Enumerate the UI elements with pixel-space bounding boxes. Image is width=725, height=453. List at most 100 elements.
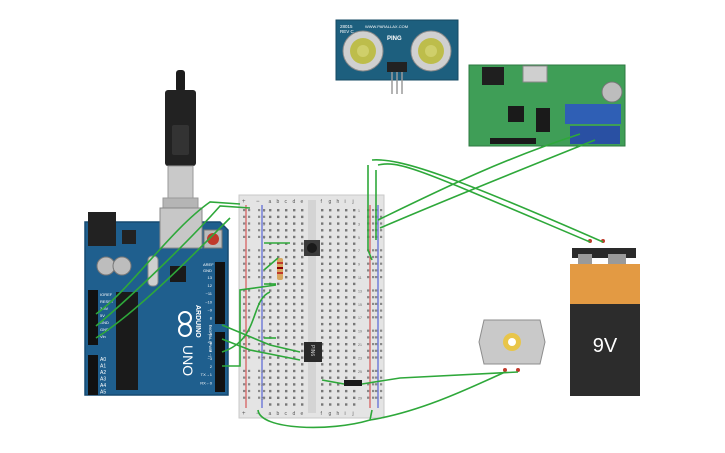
column-label-bottom: h: [337, 411, 340, 417]
breadboard-hole: [353, 376, 356, 379]
power-pin-label: Vin: [100, 334, 106, 339]
breadboard-hole: [321, 229, 324, 232]
breadboard-hole: [301, 309, 304, 312]
digital-pin-label: 4: [210, 348, 213, 353]
column-label-top: b: [277, 199, 280, 205]
breadboard-hole: [301, 215, 304, 219]
breadboard-hole: [337, 349, 340, 353]
breadboard-hole: [269, 269, 272, 272]
rail-hole: [367, 336, 370, 339]
breadboard-hole: [345, 209, 348, 212]
breadboard-hole: [321, 282, 324, 286]
breadboard-hole: [337, 356, 340, 359]
breadboard-hole: [269, 356, 272, 359]
breadboard-hole: [329, 343, 332, 346]
breadboard-hole: [345, 343, 348, 346]
digital-pin-label: ~6: [207, 332, 212, 337]
breadboard-holes: [243, 209, 383, 406]
breadboard-hole: [353, 309, 356, 312]
breadboard-hole: [269, 209, 272, 212]
ping-label: PING: [387, 36, 402, 42]
breadboard-hole: [269, 229, 272, 232]
row-number-right: 7: [358, 249, 360, 253]
column-label-bottom: e: [301, 411, 304, 417]
breadboard-hole: [277, 349, 280, 353]
breadboard-hole: [329, 215, 332, 219]
breadboard-hole: [285, 222, 288, 225]
breadboard-hole: [321, 269, 324, 272]
breadboard-hole: [345, 316, 348, 319]
breadboard-hole: [329, 336, 332, 339]
breadboard-hole: [277, 322, 280, 326]
analog-pin-label: A4: [100, 383, 106, 389]
breadboard-hole: [277, 302, 280, 306]
rail-hole: [380, 222, 383, 225]
diode: [344, 380, 362, 386]
breadboard-hole: [329, 229, 332, 232]
rail-hole: [372, 255, 375, 259]
row-number-right: 13: [358, 289, 362, 293]
rail-hole: [375, 329, 378, 332]
row-number-right: 11: [358, 276, 362, 280]
rail-hole: [380, 343, 383, 346]
wire: [371, 159, 604, 243]
column-label-top: e: [301, 199, 304, 205]
wire: [95, 217, 231, 339]
rail-hole: [263, 289, 266, 292]
rail-hole: [258, 276, 261, 279]
rail-hole: [375, 309, 378, 312]
breadboard-hole: [345, 389, 348, 393]
rail-hole: [248, 215, 251, 218]
breadboard-hole: [337, 296, 340, 299]
breadboard-hole: [353, 249, 356, 252]
rail-hole: [248, 336, 251, 339]
breadboard-hole: [321, 403, 324, 406]
rail-hole: [248, 289, 251, 292]
breadboard-hole: [285, 302, 288, 306]
breadboard-hole: [321, 363, 324, 366]
power-pin-label: 5V: [100, 313, 105, 318]
breadboard-hole: [345, 349, 348, 353]
ping-ultrasonic-sensor: 28015 REV C WWW.PARALLAX.COM PING: [335, 19, 459, 94]
breadboard-hole: [321, 389, 324, 393]
rail-hole: [375, 296, 378, 299]
breadboard-hole: [329, 222, 332, 225]
breadboard-hole: [321, 262, 324, 265]
breadboard-hole: [285, 383, 288, 386]
breadboard-hole: [353, 276, 356, 279]
rail-hole: [263, 356, 266, 359]
rail-hole: [367, 316, 370, 319]
row-number-left: 1: [263, 209, 265, 213]
breadboard-hole: [277, 282, 280, 286]
rail-hole: [258, 235, 261, 238]
rail-hole: [258, 316, 261, 319]
breadboard-hole: [301, 322, 304, 326]
breadboard-hole: [329, 403, 332, 406]
breadboard-hole: [301, 349, 304, 353]
breadboard-hole: [269, 349, 272, 353]
rail-hole: [372, 389, 375, 393]
rail-hole: [243, 302, 246, 305]
rail-hole: [258, 376, 261, 379]
breadboard-hole: [329, 349, 332, 353]
column-label-bottom: b: [277, 411, 280, 417]
column-label-bottom: a: [269, 411, 272, 417]
breadboard-hole: [321, 302, 324, 306]
breadboard-hole: [353, 235, 356, 239]
breadboard-hole: [301, 376, 304, 379]
column-label-bottom: f: [321, 411, 323, 417]
breadboard-hole: [329, 235, 332, 239]
rail-hole: [380, 249, 383, 252]
digital-pin-label: 7: [210, 324, 213, 329]
rail-hole: [258, 389, 261, 393]
rail-hole: [367, 255, 370, 259]
breadboard-hole: [269, 289, 272, 292]
rail-hole: [380, 276, 383, 279]
breadboard-hole: [285, 389, 288, 393]
rail-hole: [248, 389, 251, 393]
breadboard-hole: [345, 322, 348, 326]
digital-pin-label: ~5: [207, 340, 212, 345]
breadboard-hole: [285, 235, 288, 239]
breadboard-hole: [345, 363, 348, 366]
breadboard-hole: [277, 403, 280, 406]
